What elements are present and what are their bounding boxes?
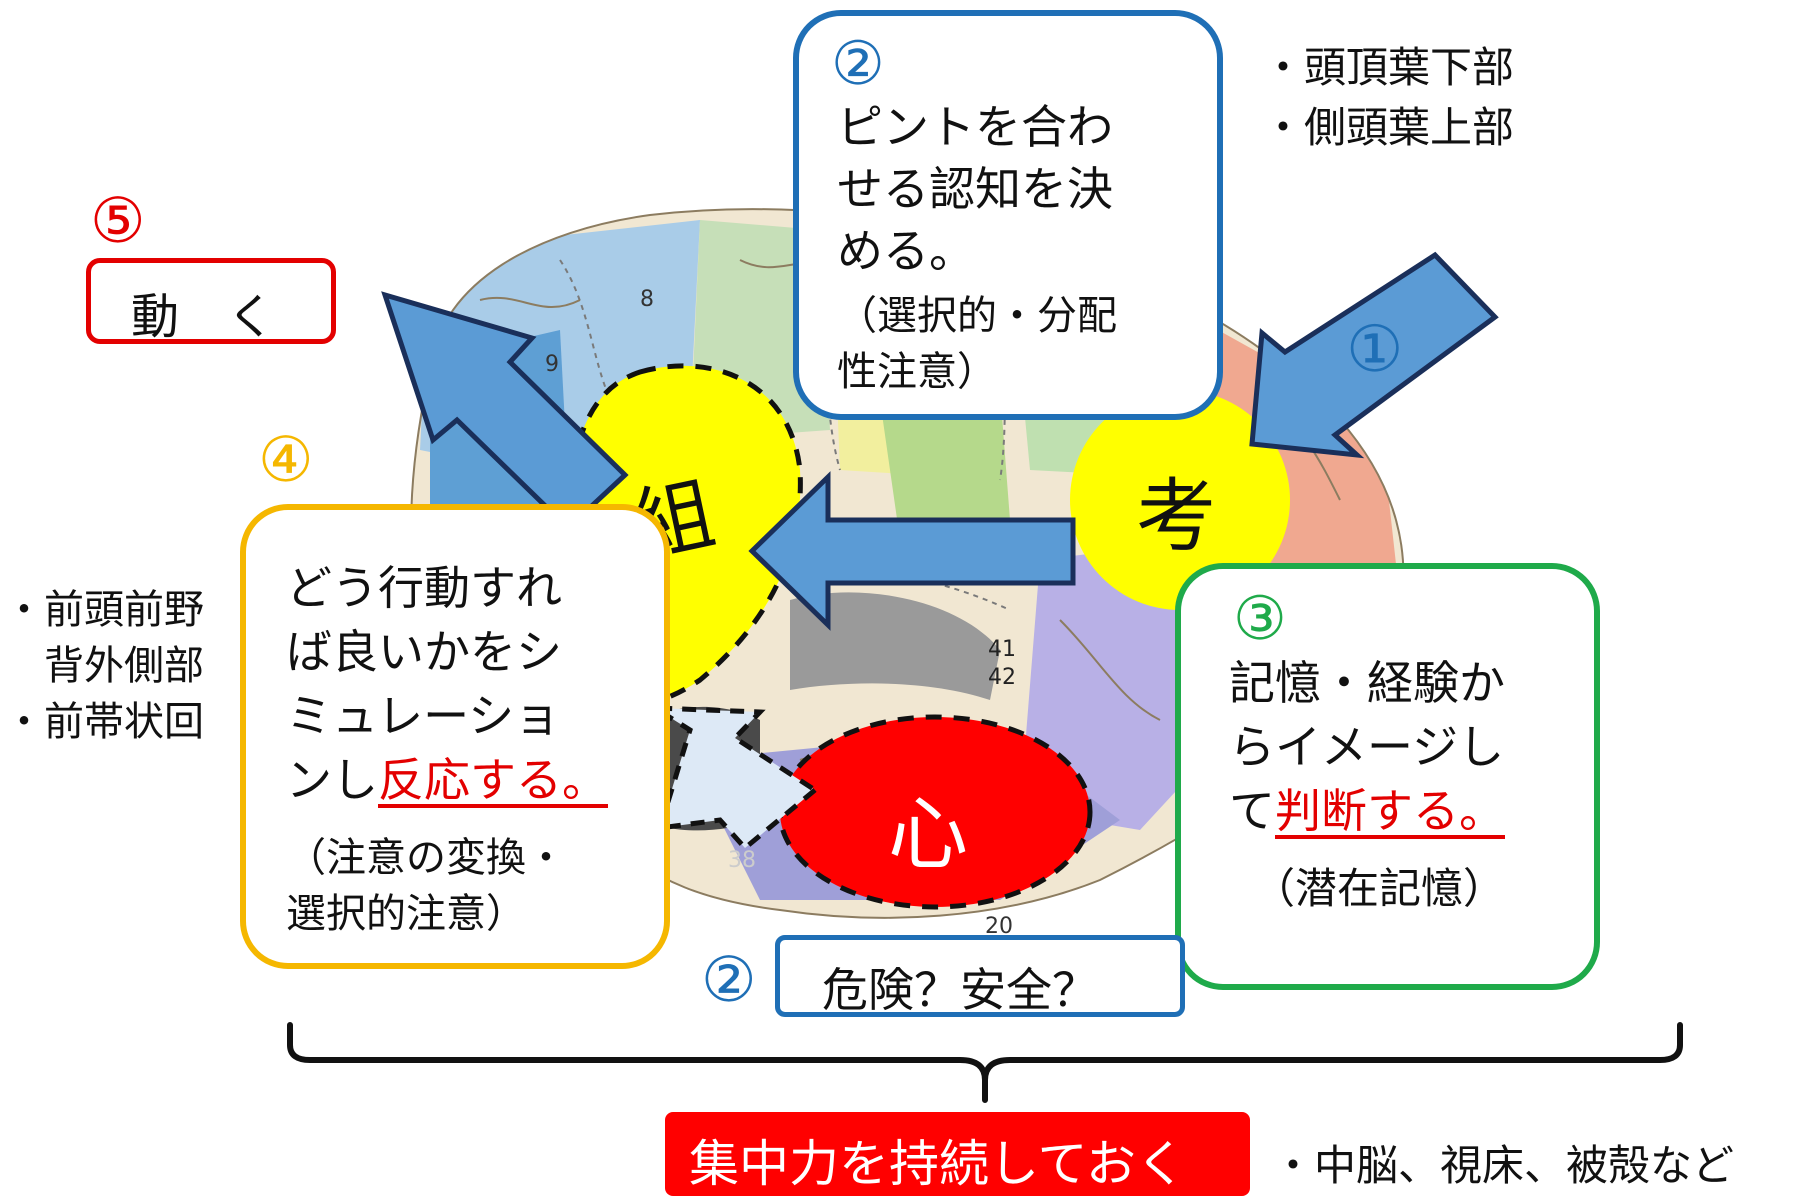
step1-number: ① — [1346, 313, 1404, 387]
step3-box: ③ 記憶・経験か らイメージし て判断する。 （潜在記憶） — [1175, 563, 1600, 990]
step4-line-2: ば良いかをシ — [286, 625, 562, 679]
left-item-1: ・前頭前野 — [4, 587, 204, 633]
step5-label: 動 く — [131, 289, 276, 345]
step2-top-note: （選択的・分配 性注意） — [837, 288, 1117, 400]
step5-box: 動 く — [86, 258, 336, 345]
step2-bottom-number: ② — [701, 943, 757, 1016]
step2-top-line-2: せる認知を決 — [837, 162, 1113, 216]
region-label-9: 9 — [545, 352, 559, 377]
step4-note-1: （注意の変換・ — [286, 835, 566, 881]
arrow-kou-to-kumi — [748, 471, 1076, 631]
step2-top-box: ② ピントを合わ せる認知を決 める。 （選択的・分配 性注意） — [793, 10, 1223, 420]
left-item-3: ・前帯状回 — [4, 699, 204, 745]
left-item-2: 背外側部 — [4, 643, 204, 689]
step3-highlight: 判断する。 — [1275, 784, 1505, 838]
step4-line-4: ンし反応する。 — [286, 748, 608, 812]
step4-highlight: 反応する。 — [378, 753, 608, 807]
blob-kou — [1070, 390, 1290, 610]
region-label-41: 41 — [988, 637, 1016, 662]
left-list: ・前頭前野 背外側部 ・前帯状回 — [4, 582, 204, 750]
step3-line3-prefix: て — [1229, 784, 1275, 838]
step2-top-note-2: 性注意） — [837, 349, 997, 395]
region-label-20: 20 — [985, 914, 1013, 939]
step4-note: （注意の変換・ 選択的注意） — [286, 830, 566, 942]
step3-line-2: らイメージし — [1229, 720, 1505, 774]
step3-note: （潜在記憶） — [1253, 864, 1506, 913]
step4-line-3: ミュレーショ — [286, 689, 561, 743]
step2-bottom-box: 危険？安全？ — [775, 935, 1185, 1017]
step2-bottom-label: 危険？安全？ — [822, 963, 1098, 1017]
step2-top-line-1: ピントを合わ — [837, 100, 1113, 154]
top-right-list: ・頭頂葉下部 ・側頭葉上部 — [1262, 38, 1514, 158]
label-kokoro: 心 — [888, 788, 968, 881]
step3-number: ③ — [1233, 584, 1287, 654]
top-right-item-2: ・側頭葉上部 — [1262, 103, 1515, 152]
step3-text: 記憶・経験か らイメージし て判断する。 — [1229, 651, 1505, 843]
arrow-step1 — [1249, 251, 1499, 459]
step4-number: ④ — [258, 423, 314, 496]
bottom-label: 集中力を持続しておく — [689, 1135, 1186, 1193]
step4-note-2: 選択的注意） — [286, 891, 526, 937]
step5-number: ⑤ — [90, 184, 146, 257]
bottom-label-box: 集中力を持続しておく — [665, 1112, 1250, 1196]
step2-top-number: ② — [831, 29, 885, 99]
region-label-38: 38 — [728, 848, 756, 873]
arrow-kokoro-to-kumi — [645, 705, 820, 852]
step4-line-1: どう行動すれ — [286, 561, 562, 615]
step3-line-1: 記憶・経験か — [1229, 656, 1505, 710]
bottom-note: ・中脳、視床、被殻など — [1272, 1141, 1735, 1190]
step4-box: どう行動すれ ば良いかをシ ミュレーショ ンし反応する。 （注意の変換・ 選択的… — [240, 504, 670, 969]
step3-line-3: て判断する。 — [1229, 779, 1505, 843]
region-label-42: 42 — [988, 665, 1016, 690]
step4-text: どう行動すれ ば良いかをシ ミュレーショ ンし反応する。 — [286, 556, 608, 812]
top-right-item-1: ・頭頂葉下部 — [1262, 43, 1515, 92]
step2-top-text: ピントを合わ せる認知を決 める。 — [837, 96, 1113, 282]
step4-line4-prefix: ンし — [286, 753, 378, 807]
step2-top-note-1: （選択的・分配 — [837, 293, 1117, 339]
label-kou: 考 — [1136, 470, 1216, 563]
region-label-8: 8 — [640, 287, 654, 312]
step2-top-line-3: める。 — [837, 224, 975, 278]
